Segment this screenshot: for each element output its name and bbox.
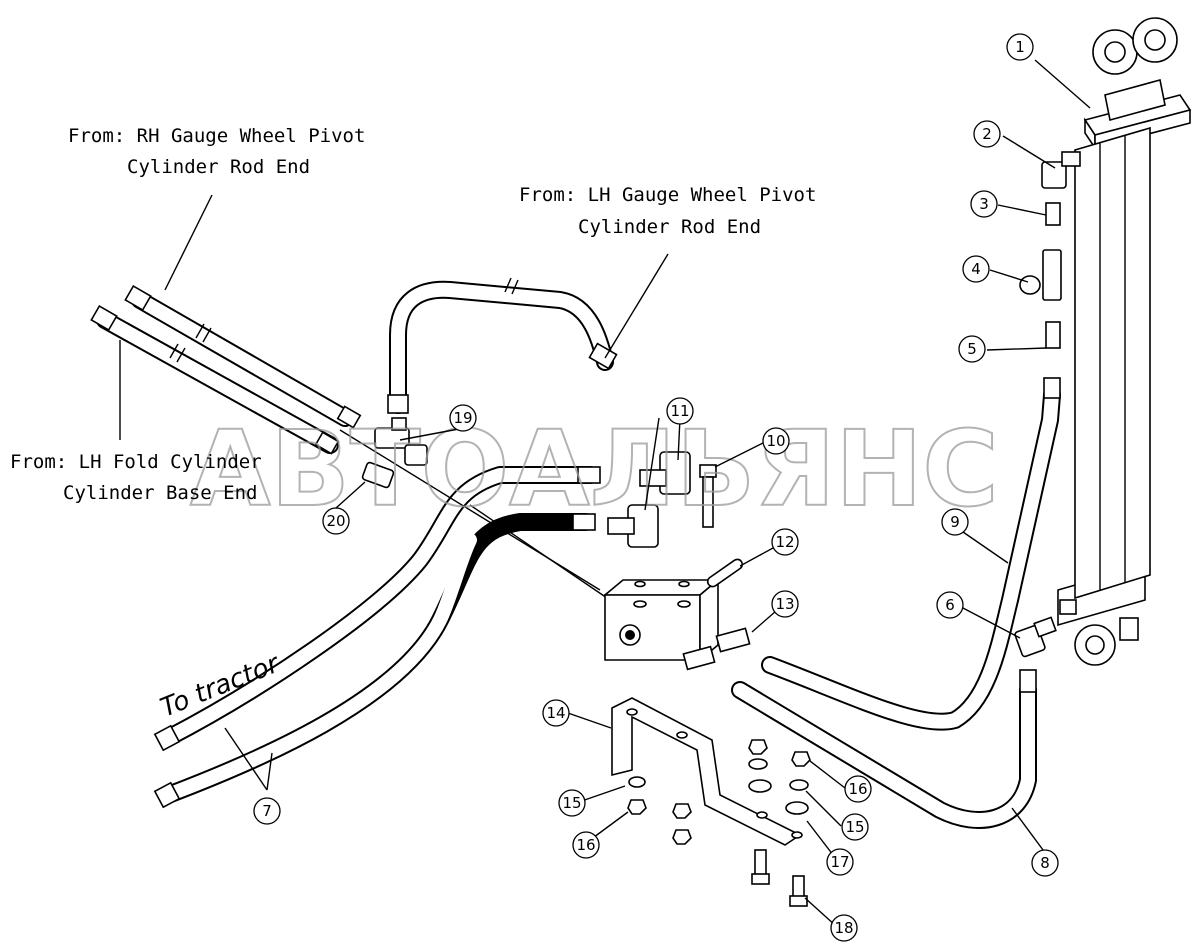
callout-16-right: 16 [844,775,872,803]
callout-15-right: 15 [841,813,869,841]
callouts: 1 2 3 4 5 6 7 8 9 10 11 12 13 14 15 16 1… [253,33,1059,942]
svg-text:11: 11 [670,402,689,420]
elbow-11 [639,451,691,495]
callout-13: 13 [771,590,799,618]
lh-pivot-label-line2: Cylinder Rod End [578,216,761,238]
svg-text:20: 20 [326,512,345,530]
adapter-20 [361,461,395,489]
svg-text:15: 15 [562,794,581,812]
svg-text:5: 5 [967,340,977,358]
tee-4 [1019,249,1062,301]
svg-text:18: 18 [834,919,853,937]
callout-8: 8 [1031,849,1059,877]
callout-6: 6 [936,591,964,619]
bolt-10 [699,464,717,528]
valve-block [602,578,721,662]
callout-2: 2 [973,120,1001,148]
hose-end-fittings [90,284,1061,809]
tee-fitting-19 [374,417,428,466]
callout-1: 1 [1006,33,1034,61]
callout-15-left: 15 [558,789,586,817]
callout-17: 17 [826,848,854,876]
svg-text:6: 6 [945,596,955,614]
rh-pivot-label-line1: From: RH Gauge Wheel Pivot [68,125,365,147]
svg-text:9: 9 [950,513,960,531]
svg-text:19: 19 [453,409,472,427]
callout-7: 7 [253,797,281,825]
svg-text:3: 3 [979,195,989,213]
callout-4: 4 [962,255,990,283]
mounting-bracket [611,697,803,846]
svg-text:17: 17 [830,853,849,871]
lh-fold-label-line1: From: LH Fold Cylinder [10,451,262,473]
callout-5: 5 [958,335,986,363]
svg-text:2: 2 [982,125,992,143]
callout-18: 18 [830,914,858,942]
svg-text:7: 7 [262,802,272,820]
callout-3: 3 [970,190,998,218]
elbow-6 [1014,616,1057,658]
fitting-5 [1045,321,1061,349]
callout-11: 11 [666,397,694,425]
callout-14: 14 [542,699,570,727]
svg-text:16: 16 [848,780,867,798]
svg-text:1: 1 [1015,38,1025,56]
callout-9: 9 [941,508,969,536]
rh-pivot-label-line2: Cylinder Rod End [127,156,310,178]
svg-text:15: 15 [845,818,864,836]
leader-lines [119,59,1091,927]
svg-text:16: 16 [576,836,595,854]
lh-pivot-label-line1: From: LH Gauge Wheel Pivot [519,184,816,206]
hose-end-rh [124,284,152,312]
hose-end-lh-fold [90,304,118,332]
elbow-lower [607,504,659,548]
callout-16-left: 16 [572,831,600,859]
adapter-13 [682,627,751,671]
callout-12: 12 [771,528,799,556]
svg-text:14: 14 [546,704,565,722]
callout-10: 10 [762,427,790,455]
svg-text:12: 12 [775,533,794,551]
svg-text:8: 8 [1040,854,1050,872]
svg-text:4: 4 [971,260,981,278]
fitting-2 [1041,151,1081,189]
callout-19: 19 [449,404,477,432]
watermark-text: АВТОАЛЬЯНС [190,408,999,530]
svg-text:13: 13 [775,595,794,613]
hardware [627,739,811,907]
fitting-3 [1045,202,1061,226]
lh-fold-label-line2: Cylinder Base End [63,482,257,504]
svg-text:10: 10 [766,432,785,450]
hoses [96,277,1061,829]
pin-12 [706,558,744,588]
hydraulic-cylinder [1057,17,1192,666]
callout-20: 20 [322,507,350,535]
